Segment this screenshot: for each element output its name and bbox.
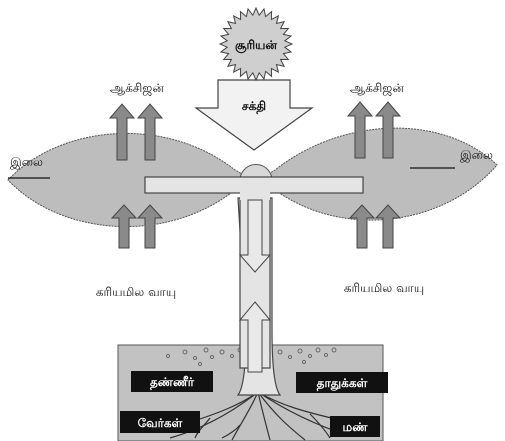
sun bbox=[218, 6, 294, 82]
sun-label: சூரியன் bbox=[235, 38, 277, 53]
leaf-label-right: இலை bbox=[460, 148, 493, 163]
energy-label: சக்தி bbox=[242, 99, 266, 114]
co2-label-left: கரியமில வாயு bbox=[96, 285, 176, 299]
leaf-label-left: இலை bbox=[10, 155, 43, 170]
co2-arrows-left bbox=[110, 204, 164, 249]
bud bbox=[239, 164, 273, 179]
oxygen-label-right: ஆக்சிஜன் bbox=[350, 81, 404, 96]
water-label-box: தண்ணீர் bbox=[131, 371, 213, 392]
leaf-right bbox=[264, 127, 498, 221]
energy-arrow bbox=[194, 79, 314, 151]
oxygen-label-left: ஆக்சிஜன் bbox=[110, 81, 164, 96]
co2-arrows-right bbox=[348, 204, 402, 249]
minerals-label-box: தாதுக்கள் bbox=[296, 372, 388, 393]
downward-flow-arrow bbox=[238, 199, 272, 273]
minerals-label: தாதுக்கள் bbox=[317, 376, 368, 391]
soil-label-box: மண் bbox=[330, 416, 380, 437]
oxygen-arrows-left bbox=[108, 103, 164, 161]
roots-label: வேர்கள் bbox=[138, 416, 183, 430]
oxygen-arrows-right bbox=[346, 101, 402, 159]
upward-flow-arrow bbox=[238, 301, 272, 373]
roots-label-box: வேர்கள் bbox=[120, 411, 200, 433]
soil-label: மண் bbox=[343, 420, 369, 434]
water-label: தண்ணீர் bbox=[150, 375, 195, 390]
co2-label-right: கரியமில வாயு bbox=[344, 281, 424, 295]
